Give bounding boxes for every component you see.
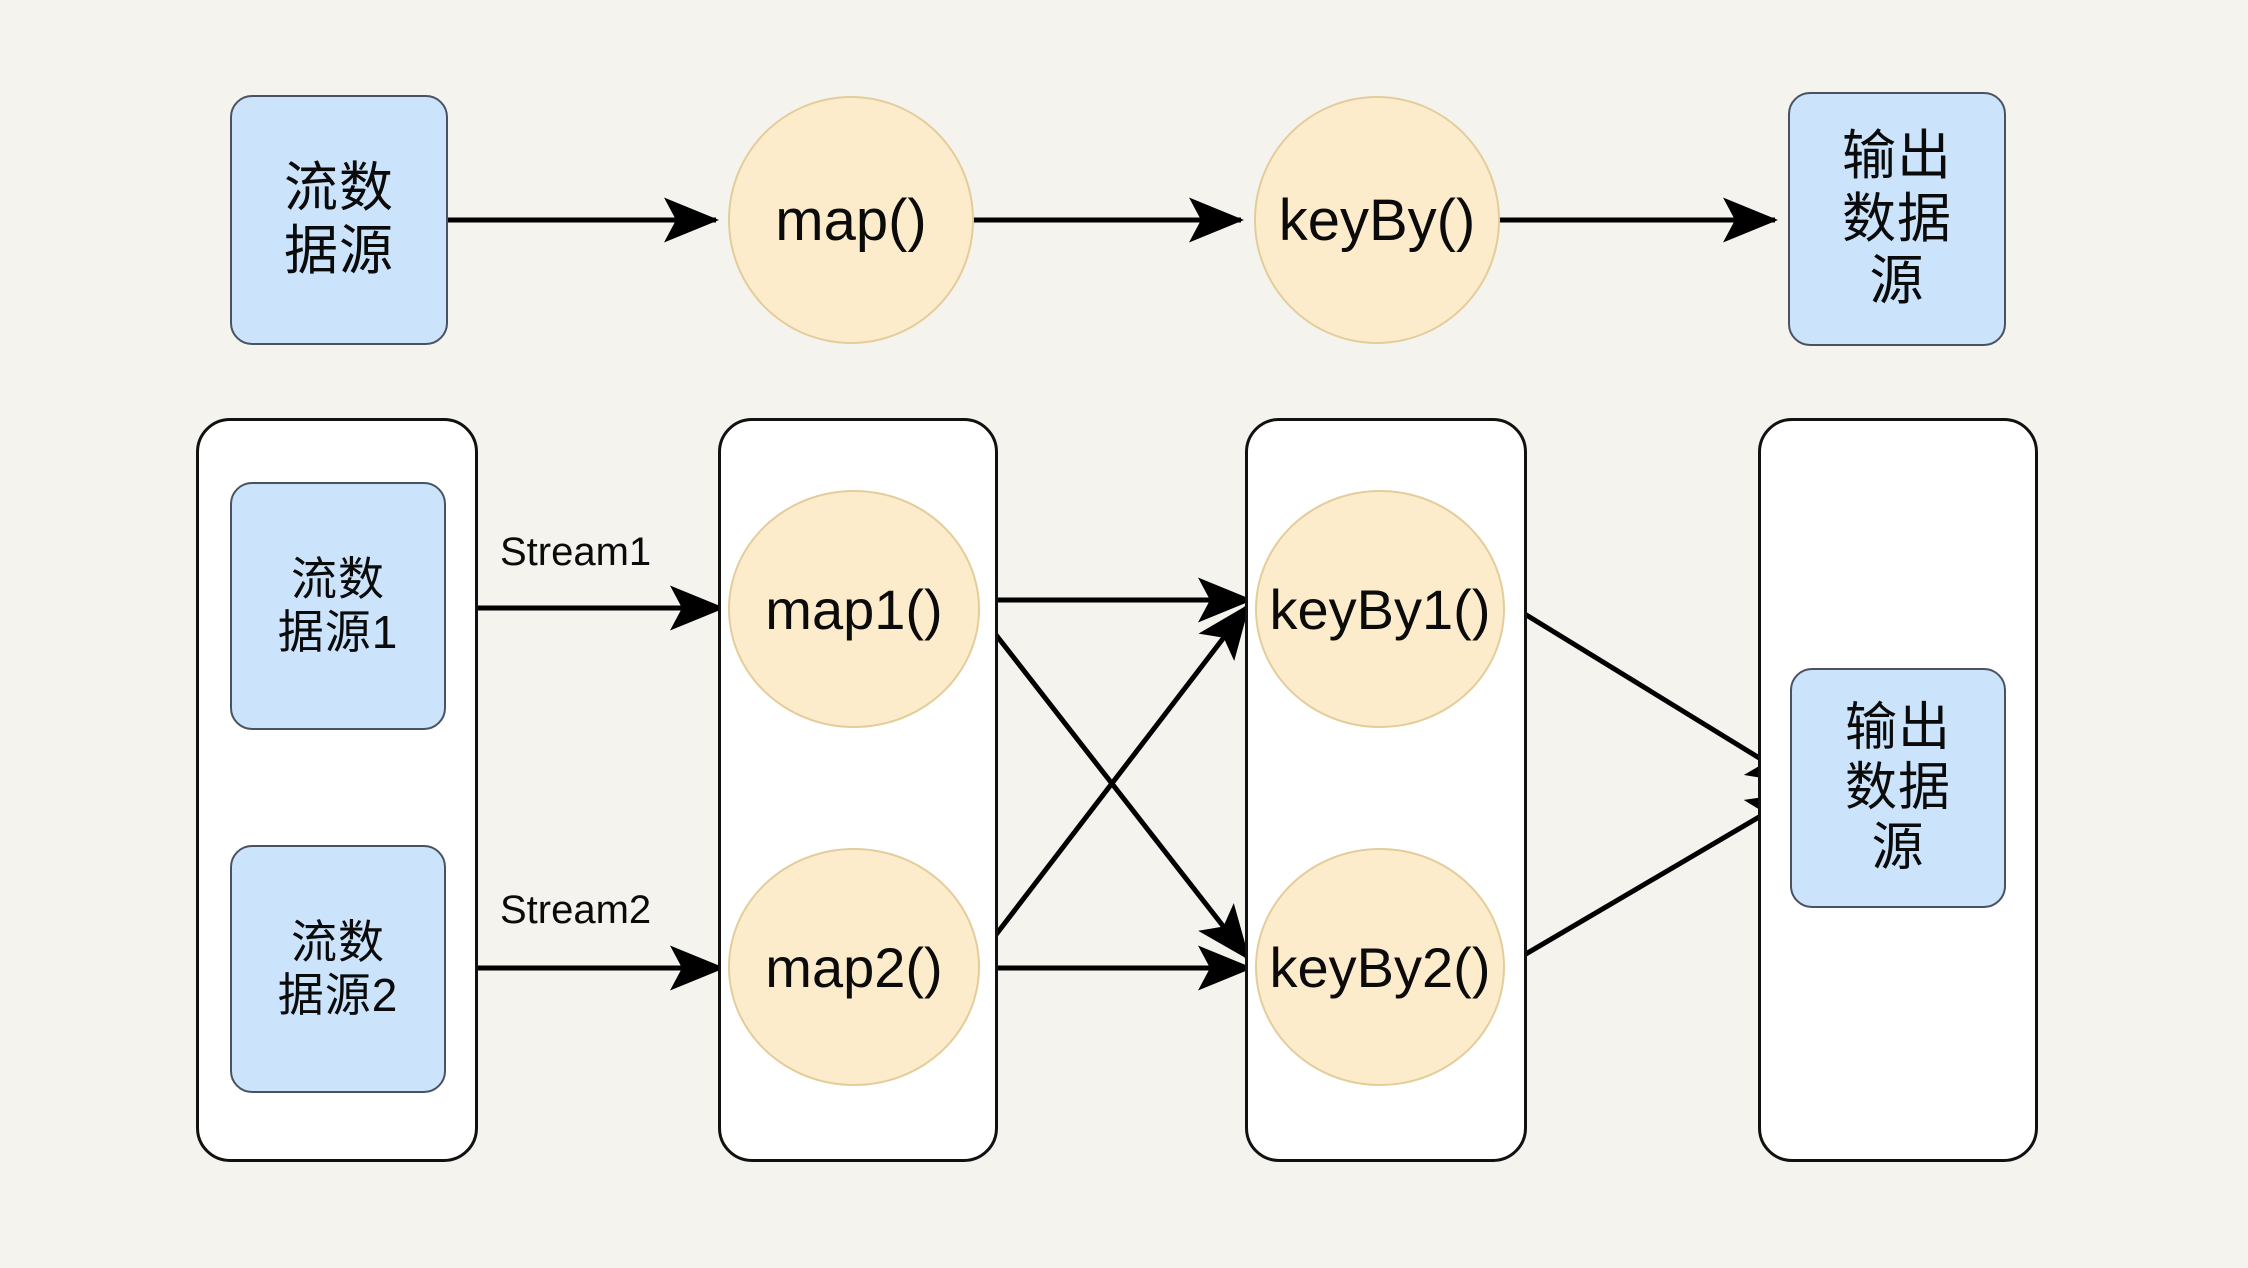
edge-map1-to-keyby2 bbox=[973, 606, 1250, 961]
node-top-source-line1: 流数 bbox=[284, 158, 394, 219]
node-keyby-1[interactable]: keyBy1() bbox=[1255, 490, 1505, 728]
node-output-line3: 源 bbox=[1871, 819, 1925, 878]
node-top-keyby-label: keyBy() bbox=[1278, 187, 1476, 253]
node-top-keyby[interactable]: keyBy() bbox=[1254, 96, 1500, 344]
node-source-1[interactable]: 流数 据源1 bbox=[230, 482, 446, 730]
node-top-sink-line2: 数据 bbox=[1842, 188, 1952, 249]
node-source-2-line2: 据源2 bbox=[277, 969, 399, 1021]
node-map-2-label: map2() bbox=[765, 935, 943, 999]
node-map-2[interactable]: map2() bbox=[728, 848, 980, 1086]
node-source-1-label: 流数 据源1 bbox=[272, 553, 405, 660]
node-top-source-label: 流数 据源 bbox=[278, 157, 400, 282]
node-source-1-line2: 据源1 bbox=[277, 606, 399, 658]
node-output-sink[interactable]: 输出 数据 源 bbox=[1790, 668, 2006, 908]
node-top-map-label: map() bbox=[775, 187, 927, 253]
node-top-sink-line3: 源 bbox=[1869, 251, 1925, 312]
node-top-map[interactable]: map() bbox=[728, 96, 974, 344]
node-source-2-line1: 流数 bbox=[291, 915, 385, 968]
edge-label-stream2: Stream2 bbox=[500, 888, 652, 932]
edge-keyby1-to-output bbox=[1500, 597, 1803, 786]
edge-map2-to-keyby1 bbox=[973, 603, 1250, 964]
node-output-line1: 输出 bbox=[1844, 698, 1951, 757]
node-map-1-label: map1() bbox=[765, 577, 943, 641]
node-keyby-2-label: keyBy2() bbox=[1269, 935, 1491, 999]
edge-keyby2-to-output bbox=[1500, 790, 1803, 971]
node-source-1-line1: 流数 bbox=[291, 552, 385, 605]
node-keyby-1-label: keyBy1() bbox=[1269, 577, 1491, 641]
edge-label-stream1: Stream1 bbox=[500, 530, 652, 574]
node-output-line2: 数据 bbox=[1844, 758, 1951, 817]
node-top-source[interactable]: 流数 据源 bbox=[230, 95, 448, 345]
node-top-source-line2: 据源 bbox=[284, 221, 394, 281]
node-top-sink[interactable]: 输出 数据 源 bbox=[1788, 92, 2006, 346]
node-map-1[interactable]: map1() bbox=[728, 490, 980, 728]
node-top-sink-line1: 输出 bbox=[1842, 126, 1952, 187]
node-source-2[interactable]: 流数 据源2 bbox=[230, 845, 446, 1093]
node-source-2-label: 流数 据源2 bbox=[272, 916, 405, 1023]
node-output-sink-label: 输出 数据 源 bbox=[1839, 698, 1957, 879]
node-top-sink-label: 输出 数据 源 bbox=[1836, 125, 1958, 313]
node-keyby-2[interactable]: keyBy2() bbox=[1255, 848, 1505, 1086]
